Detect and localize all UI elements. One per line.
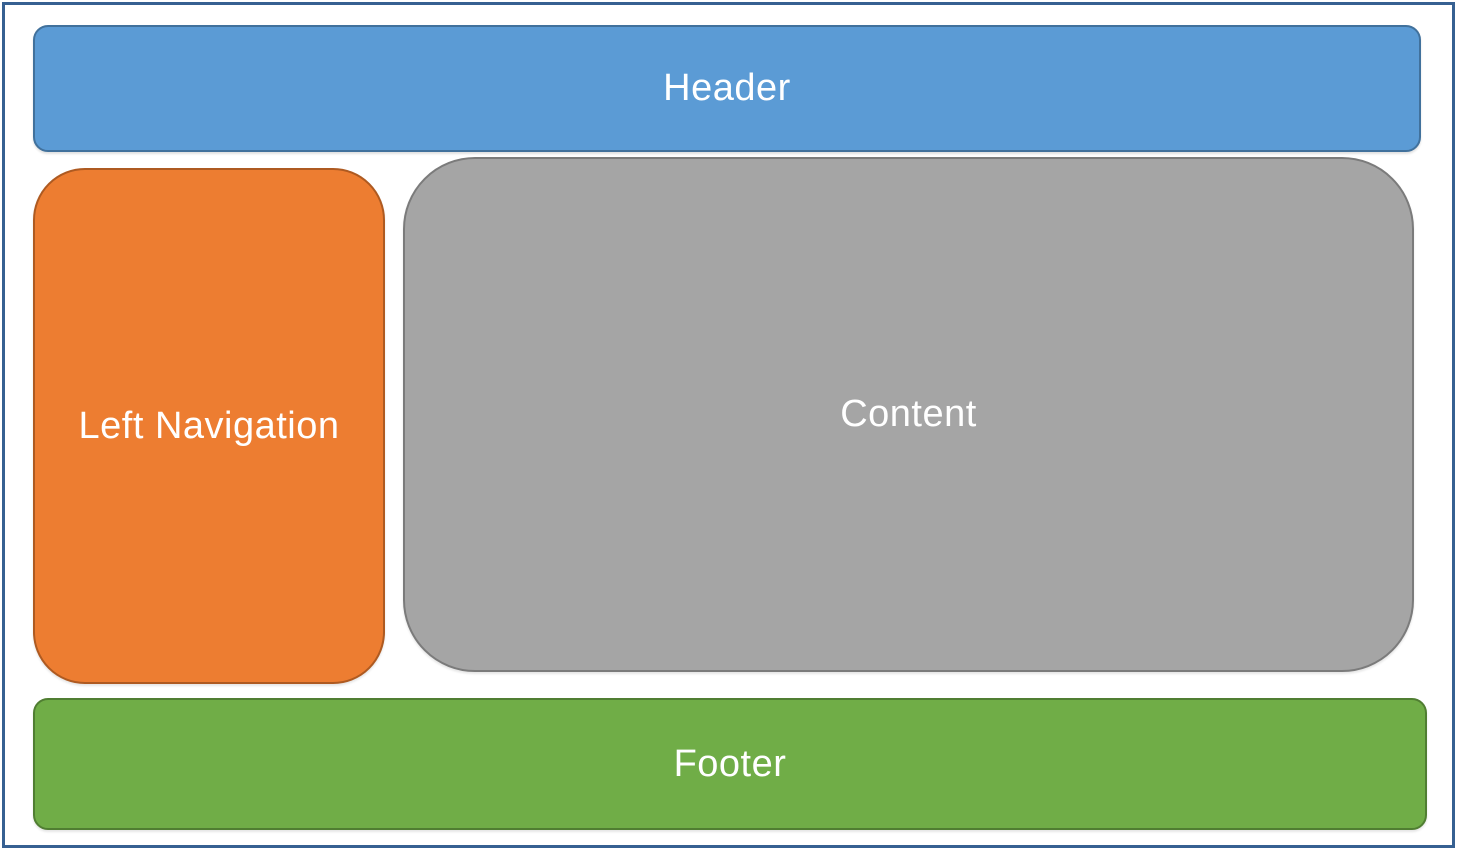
content-region-shape: Content [403,157,1414,672]
footer-region-shape: Footer [33,698,1427,830]
header-region-label: Header [663,67,791,109]
left-navigation-region-shape: Left Navigation [33,168,385,684]
left-navigation-region-label: Left Navigation [78,404,340,447]
content-region-label: Content [840,393,977,435]
footer-region-label: Footer [673,742,787,785]
header-region-shape: Header [33,25,1421,152]
